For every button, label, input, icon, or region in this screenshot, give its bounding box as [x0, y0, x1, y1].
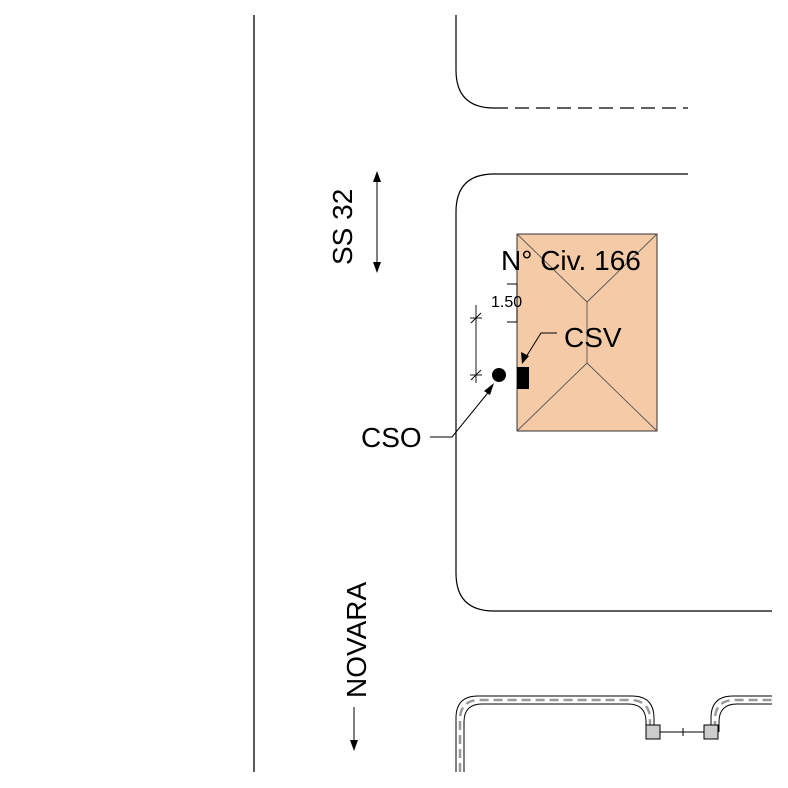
cso-label: CSO: [361, 422, 422, 453]
csv-label: CSV: [564, 322, 622, 353]
building: [516, 233, 658, 432]
direction-arrow: [350, 707, 358, 751]
dimension-marker: [470, 283, 518, 383]
upper-block-curb: [455, 15, 495, 109]
road-double-arrow: [373, 171, 381, 273]
road-name-label: SS 32: [327, 189, 358, 265]
dimension-label: 1.50: [491, 294, 522, 311]
roof-ridge-lines: [516, 233, 658, 432]
csv-leader-line: [525, 332, 557, 358]
cso-leader-arrowhead: [484, 383, 494, 395]
cso-leader-line: [430, 388, 492, 438]
cso-manhole-symbol: [492, 368, 506, 382]
csv-leader-arrowhead: [521, 352, 529, 364]
csv-box-symbol: [517, 367, 529, 389]
building-number-label: N° Civ. 166: [501, 245, 641, 276]
direction-label: NOVARA: [341, 582, 372, 698]
utility-connector: [660, 728, 704, 736]
utility-box-right: [703, 724, 719, 740]
main-block-curb: [455, 173, 772, 612]
lower-block-utility: [455, 695, 772, 772]
utility-box-left: [645, 724, 661, 740]
